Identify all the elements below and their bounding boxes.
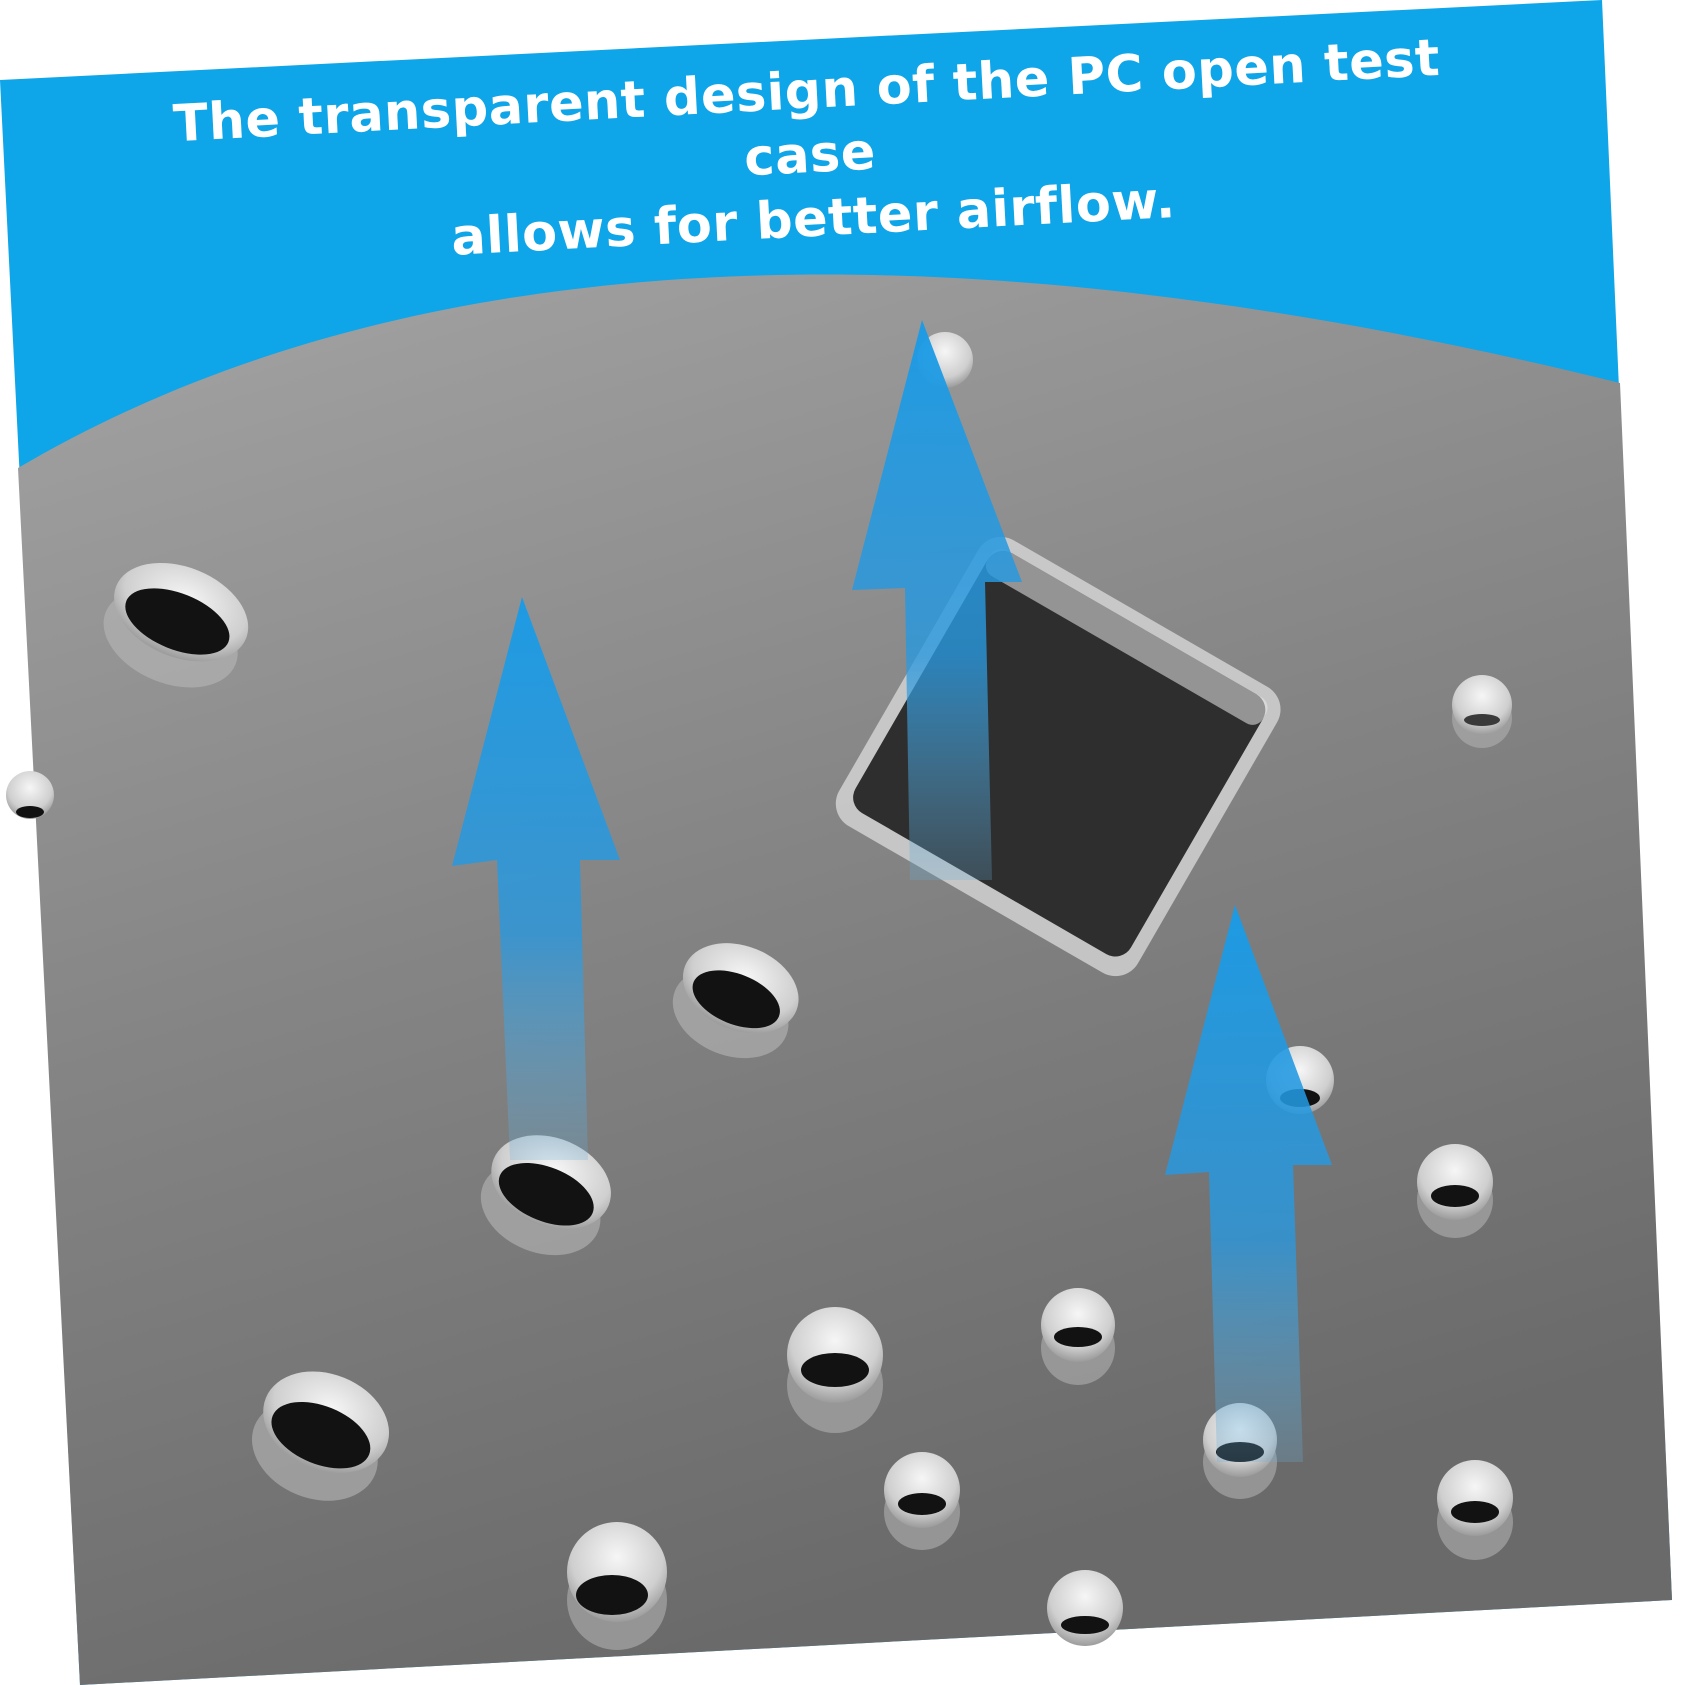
slot-hole [672,943,799,1059]
slot-hole [251,1371,390,1501]
round-hole [1417,1144,1493,1238]
airflow-arrows [452,320,1332,1462]
slot-hole [103,562,249,688]
round-hole [1047,1570,1123,1646]
round-hole [6,771,54,819]
airflow-arrow-up-icon [852,320,1022,880]
round-hole [884,1452,960,1550]
round-hole [787,1307,883,1433]
round-hole [567,1522,667,1650]
round-hole [1041,1288,1115,1385]
airflow-arrow-up-icon [1165,905,1332,1462]
airflow-arrow-up-icon [452,597,620,1160]
acrylic-panel [18,274,1672,1685]
round-hole [1452,675,1512,748]
round-hole [1437,1460,1513,1560]
